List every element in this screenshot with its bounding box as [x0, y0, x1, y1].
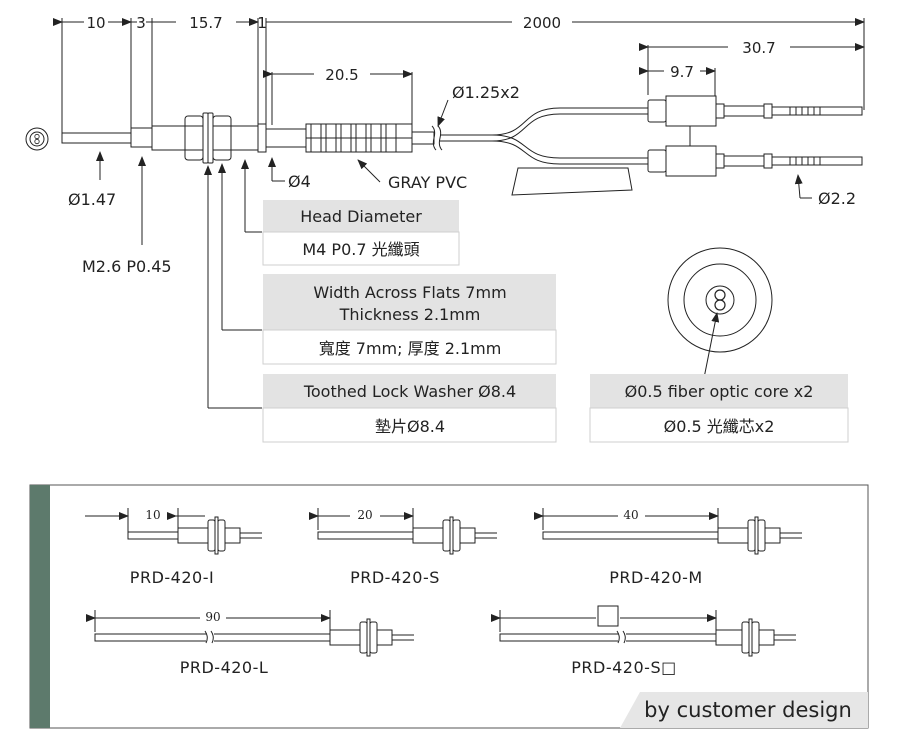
head-diameter-title: Head Diameter	[300, 207, 422, 226]
v2-name: PRD-420-S	[350, 568, 440, 587]
dim-body-diameter: Ø4	[288, 172, 311, 191]
top-drawing	[25, 18, 865, 409]
flats-value: 寬度 7mm; 厚度 2.1mm	[319, 339, 502, 358]
head-diameter-value: M4 P0.7 光纖頭	[302, 240, 419, 259]
washer-value: 墊片Ø8.4	[375, 417, 445, 436]
v2-dim: 20	[357, 508, 372, 522]
dim-1: 1	[257, 14, 267, 32]
washer-title: Toothed Lock Washer Ø8.4	[303, 382, 516, 401]
dim-20-5: 20.5	[325, 66, 358, 84]
callout-washer: Toothed Lock Washer Ø8.4 墊片Ø8.4	[262, 374, 557, 443]
footer-tab	[620, 692, 868, 728]
panel-accent-bar	[30, 485, 50, 728]
dim-plug-diameter: Ø2.2	[818, 189, 856, 208]
cable-material-label: GRAY PVC	[388, 173, 467, 192]
v1-dim: 10	[145, 508, 160, 522]
core-value: Ø0.5 光纖芯x2	[664, 417, 775, 436]
v1-name: PRD-420-I	[130, 568, 214, 587]
variant-drawings	[85, 508, 802, 657]
variant-prd-420-l	[86, 610, 414, 657]
dim-10: 10	[86, 14, 105, 32]
v3-dim: 40	[623, 508, 638, 522]
variants-panel	[29, 484, 869, 729]
variant-prd-420-s-custom	[491, 605, 796, 657]
variant-prd-420-s	[309, 508, 497, 555]
variant-labels: 10 PRD-420-I 20 PRD-420-S 40 PRD-420-M 9…	[130, 508, 852, 722]
dimension-labels: 10 3 15.7 1 2000 20.5 30.7 9.7 Ø1.25x2 Ø…	[68, 14, 856, 276]
flats-title-line2: Thickness 2.1mm	[339, 305, 481, 324]
dim-tip-diameter: Ø1.47	[68, 190, 116, 209]
dim-30-7: 30.7	[742, 39, 775, 57]
dim-cable-diameter: Ø1.25x2	[452, 83, 520, 102]
dim-thread: M2.6 P0.45	[82, 257, 172, 276]
v4-dim: 90	[205, 610, 220, 624]
dim-15-7: 15.7	[189, 14, 222, 32]
v3-name: PRD-420-M	[609, 568, 702, 587]
v4-name: PRD-420-L	[180, 658, 269, 677]
v5-name: PRD-420-S□	[571, 658, 676, 677]
callout-flats: Width Across Flats 7mm Thickness 2.1mm 寬…	[262, 274, 557, 365]
dim-3: 3	[136, 14, 146, 32]
custom-length-box	[597, 605, 619, 627]
variant-prd-420-m	[534, 508, 802, 555]
flats-title-line1: Width Across Flats 7mm	[313, 283, 506, 302]
footer-note: by customer design	[644, 698, 852, 722]
variant-prd-420-i	[85, 508, 262, 555]
dim-2000: 2000	[523, 14, 561, 32]
callout-head-diameter: Head Diameter M4 P0.7 光纖頭	[262, 200, 460, 266]
dim-9-7: 9.7	[670, 63, 694, 81]
core-title: Ø0.5 fiber optic core x2	[625, 382, 814, 401]
callout-core: Ø0.5 fiber optic core x2 Ø0.5 光纖芯x2	[589, 374, 849, 443]
